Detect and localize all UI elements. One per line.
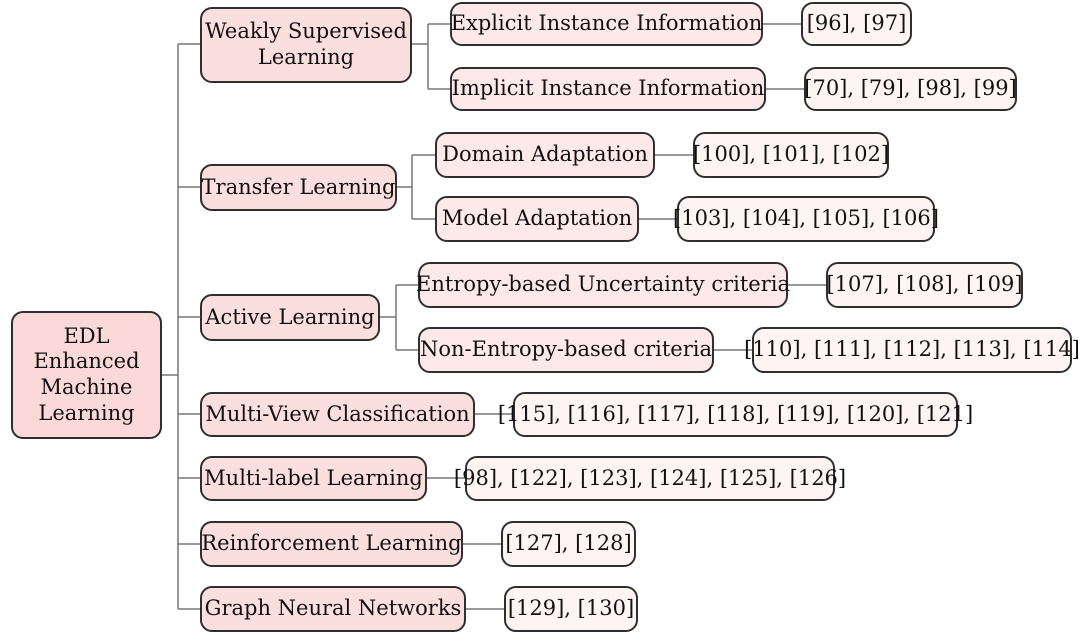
sub-entropy-based: Entropy-based Uncertainty criteria: [416, 262, 790, 308]
refs-reinforcement: [127], [128]: [501, 521, 636, 567]
sub-implicit-instance: Implicit Instance Information: [450, 67, 766, 111]
sub-non-entropy-based: Non-Entropy-based criteria: [418, 327, 714, 373]
root-line: Enhanced: [33, 349, 140, 374]
refs-entropy-based: [107], [108], [109]: [826, 262, 1023, 308]
branch-transfer-learning: Transfer Learning: [200, 164, 397, 211]
branch-weakly-supervised: Weakly Supervised Learning: [200, 7, 412, 83]
root-line: Machine: [40, 375, 133, 399]
sub-label: Non-Entropy-based criteria: [420, 337, 712, 362]
sub-label: Domain Adaptation: [442, 142, 648, 167]
branch-graph-neural-networks: Graph Neural Networks: [200, 586, 466, 632]
branch-label-line: Weakly Supervised: [205, 19, 407, 44]
refs-label: [129], [130]: [507, 596, 635, 621]
refs-label: [96], [97]: [806, 11, 907, 36]
refs-label: [115], [116], [117], [118], [119], [120]…: [497, 401, 974, 426]
refs-label: [98], [122], [123], [124], [125], [126]: [453, 465, 847, 490]
branch-label: Transfer Learning: [201, 174, 396, 199]
branch-label: Multi-label Learning: [204, 465, 423, 490]
refs-label: [107], [108], [109]: [826, 272, 1023, 297]
branch-label-line: Learning: [257, 45, 355, 69]
refs-multi-label: [98], [122], [123], [124], [125], [126]: [454, 456, 846, 501]
branch-label: Multi-View Classification: [205, 401, 470, 426]
refs-graph-neural-networks: [129], [130]: [504, 586, 638, 632]
refs-explicit-instance: [96], [97]: [801, 2, 912, 46]
branch-multi-label: Multi-label Learning: [200, 456, 427, 501]
sub-label: Explicit Instance Information: [450, 11, 763, 36]
refs-model-adaptation: [103], [104], [105], [106]: [673, 196, 939, 242]
branch-label: Graph Neural Networks: [204, 596, 462, 621]
root-line: EDL: [63, 323, 110, 348]
branch-active-learning: Active Learning: [200, 294, 380, 341]
refs-label: [70], [79], [98], [99]: [804, 76, 1017, 101]
refs-label: [127], [128]: [505, 531, 632, 556]
branch-label: Active Learning: [205, 304, 375, 329]
refs-multi-view: [115], [116], [117], [118], [119], [120]…: [498, 392, 973, 437]
root-line: Learning: [38, 400, 135, 425]
sub-model-adaptation: Model Adaptation: [435, 196, 639, 242]
branch-reinforcement: Reinforcement Learning: [200, 521, 463, 567]
sub-label: Model Adaptation: [441, 206, 633, 231]
sub-label: Implicit Instance Information: [451, 76, 765, 101]
refs-label: [110], [111], [112], [113], [114]: [744, 337, 1080, 362]
refs-label: [103], [104], [105], [106]: [673, 206, 939, 231]
sub-explicit-instance: Explicit Instance Information: [450, 2, 763, 46]
refs-implicit-instance: [70], [79], [98], [99]: [804, 67, 1017, 111]
refs-domain-adaptation: [100], [101], [102]: [693, 132, 889, 178]
refs-label: [100], [101], [102]: [692, 142, 890, 167]
refs-non-entropy-based: [110], [111], [112], [113], [114]: [744, 327, 1080, 373]
root-node: EDL Enhanced Machine Learning: [11, 311, 162, 439]
branch-label: Reinforcement Learning: [201, 531, 462, 556]
sub-label: Entropy-based Uncertainty criteria: [416, 272, 790, 297]
sub-domain-adaptation: Domain Adaptation: [435, 132, 655, 178]
branch-multi-view: Multi-View Classification: [200, 392, 475, 437]
